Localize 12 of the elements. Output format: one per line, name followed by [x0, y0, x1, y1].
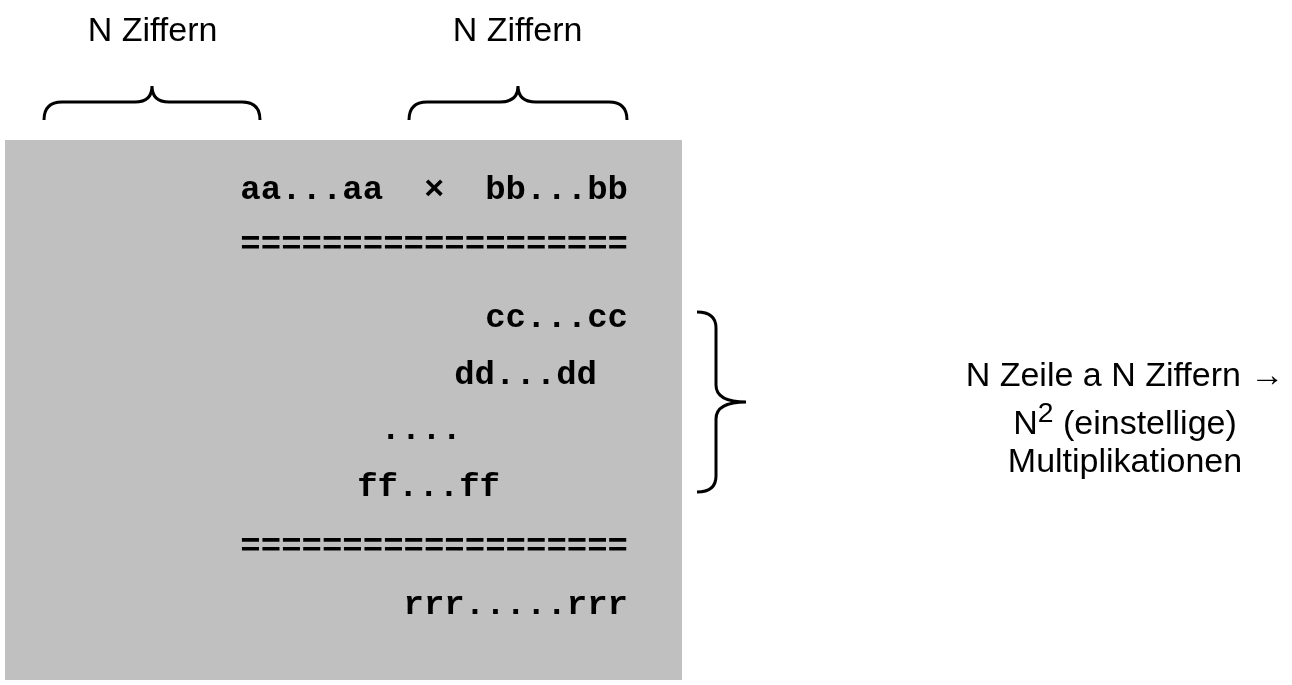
- digit-row: rrr.....rrr: [403, 585, 628, 625]
- digit-row: cc...cc: [485, 298, 628, 338]
- digit-row: ....: [380, 410, 462, 450]
- shaded-panel: [5, 140, 682, 680]
- column-heading: N Ziffern: [451, 10, 584, 48]
- separator-line: ===================: [240, 527, 628, 567]
- digit-row: aa...aa × bb...bb: [240, 170, 628, 210]
- annotation-text: N Zeile a N Ziffern → N$^{2}$ (einstellige) Multiplikationen: [965, 355, 1285, 480]
- digit-row: ff...ff: [357, 467, 500, 507]
- digit-row: dd...dd: [454, 355, 597, 395]
- column-heading: N Ziffern: [86, 10, 219, 48]
- separator-line: ===================: [240, 225, 628, 265]
